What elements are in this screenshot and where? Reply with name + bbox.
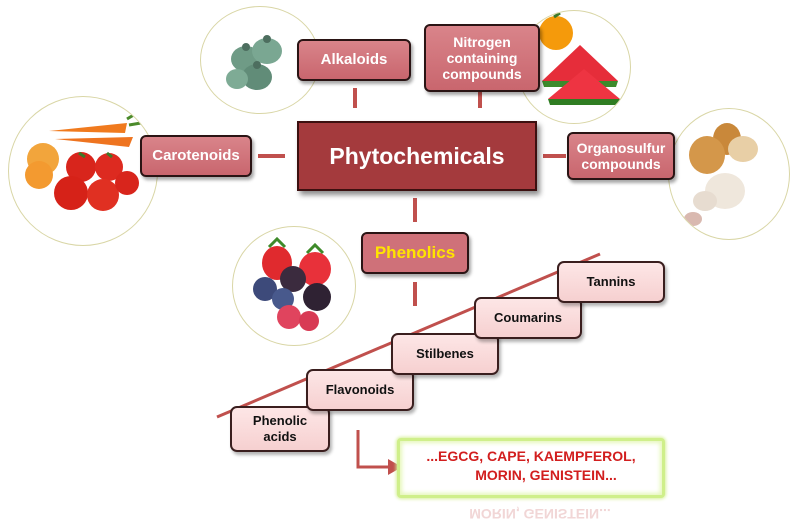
flavonoids-label: Flavonoids	[325, 382, 395, 398]
nitrogen-label-line3: compounds	[442, 66, 522, 83]
phenolics-label: Phenolics	[374, 243, 456, 262]
phytochemicals-box: Phytochemicals	[297, 121, 537, 191]
berries-image	[232, 226, 356, 346]
step-flavonoids: Flavonoids	[306, 369, 414, 411]
alkaloids-box: Alkaloids	[297, 39, 411, 81]
fruit-icon	[539, 11, 620, 105]
examples-reflection: MORIN, GENISTEIN...	[430, 506, 650, 522]
carotenoids-box: Carotenoids	[140, 135, 252, 177]
step-phenolic-acids: Phenolic acids	[230, 406, 330, 452]
onion-garlic-image	[668, 108, 790, 240]
reflection-text: MORIN, GENISTEIN...	[469, 506, 611, 522]
onion-garlic-icon	[684, 123, 758, 226]
tannins-label: Tannins	[586, 274, 636, 290]
example-arrow	[356, 430, 402, 475]
carrots-tomatoes-image	[8, 96, 158, 246]
nitrogen-compounds-box: Nitrogen containing compounds	[424, 24, 540, 92]
berries-icon	[253, 236, 331, 331]
alkaloids-label: Alkaloids	[320, 51, 388, 69]
step-coumarins: Coumarins	[474, 297, 582, 339]
coumarins-label: Coumarins	[494, 310, 562, 326]
organosulfur-label-line1: Organosulfur	[576, 139, 666, 156]
phytochemicals-label: Phytochemicals	[329, 142, 505, 169]
phenolic-acids-line1: Phenolic	[252, 413, 308, 429]
examples-line1: ...EGCG, CAPE, KAEMPFEROL,	[426, 448, 636, 464]
stilbenes-label: Stilbenes	[416, 346, 474, 362]
nitrogen-label-line2: containing	[446, 49, 518, 66]
nitrogen-label-line1: Nitrogen	[453, 33, 511, 50]
phenolic-acids-line2: acids	[263, 429, 297, 444]
step-stilbenes: Stilbenes	[391, 333, 499, 375]
phenolics-box: Phenolics	[361, 232, 469, 274]
carrot-tomato-icon	[25, 111, 142, 211]
organosulfur-compounds-box: Organosulfur compounds	[567, 132, 675, 180]
poppy-pods-icon	[226, 35, 282, 90]
examples-line2: MORIN, GENISTEIN...	[475, 466, 617, 483]
carotenoids-label: Carotenoids	[152, 147, 240, 165]
examples-box: ...EGCG, CAPE, KAEMPFEROL, MORIN, GENIST…	[397, 438, 665, 498]
organosulfur-label-line2: compounds	[581, 156, 661, 172]
step-tannins: Tannins	[557, 261, 665, 303]
